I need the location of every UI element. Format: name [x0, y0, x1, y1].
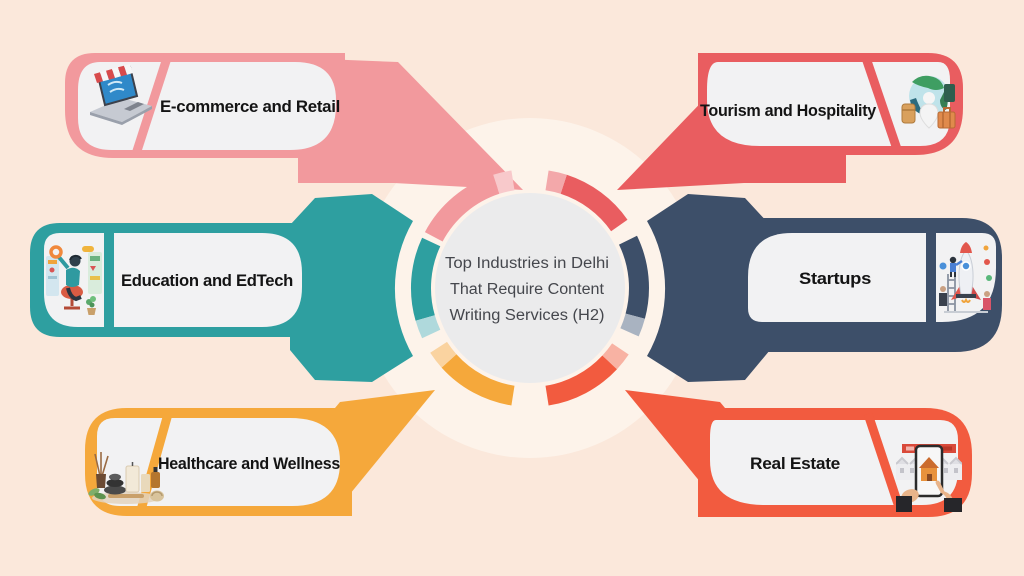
ring-arc-tip-healthcare — [430, 341, 457, 368]
ring-arc-tip-startups — [620, 313, 645, 337]
laptop-storefront-icon — [90, 64, 152, 125]
ecommerce-arrow — [298, 58, 523, 190]
ring-arc-tip-realestate — [602, 343, 629, 370]
education-panel — [114, 233, 302, 327]
center-circle — [435, 193, 625, 383]
realestate-panel — [710, 420, 958, 505]
center-title-line-2: That Require Content — [450, 281, 605, 298]
startups-label: Startups — [799, 269, 871, 288]
tourism-slash — [861, 56, 903, 154]
center-title-line-3: Writing Services (H2) — [450, 307, 605, 324]
ring-arc-ecommerce — [424, 174, 500, 242]
ring-arc-education — [410, 237, 441, 321]
ring-arc-tip-ecommerce — [493, 170, 515, 194]
rocket-launch-icon — [939, 242, 992, 313]
startups-banner: Startups — [700, 218, 1002, 352]
startups-panel — [748, 233, 926, 322]
globe-travel-icon — [901, 75, 956, 129]
ring-arc-tip-education — [415, 315, 441, 339]
ring-arc-startups — [619, 235, 649, 319]
ring-arc-tourism — [560, 174, 628, 232]
education-label: Education and EdTech — [121, 271, 293, 290]
tourism-label: Tourism and Hospitality — [700, 101, 877, 120]
online-learning-icon — [46, 245, 102, 315]
property-tablet-icon — [896, 444, 962, 512]
realestate-label: Real Estate — [750, 454, 840, 473]
healthcare-label: Healthcare and Wellness — [158, 454, 340, 473]
education-banner: Education and EdTech — [30, 223, 315, 337]
ring-arc-healthcare — [441, 354, 515, 406]
education-wrap-body — [290, 194, 413, 382]
center-title-line-1: Top Industries in Delhi — [445, 255, 609, 272]
segmented-ring — [410, 170, 649, 406]
ecommerce-banner: E-commerce and Retail — [65, 53, 345, 158]
ring-arc-tip-tourism — [545, 170, 567, 194]
ecommerce-label: E-commerce and Retail — [160, 97, 340, 116]
ring-arc-realestate — [545, 355, 617, 406]
realestate-slash — [863, 412, 905, 512]
tourism-banner: Tourism and Hospitality — [698, 53, 963, 155]
healthcare-banner: Healthcare and Wellness — [85, 408, 352, 516]
realestate-banner: Real Estate — [698, 408, 972, 517]
spa-wellness-icon — [88, 452, 164, 504]
